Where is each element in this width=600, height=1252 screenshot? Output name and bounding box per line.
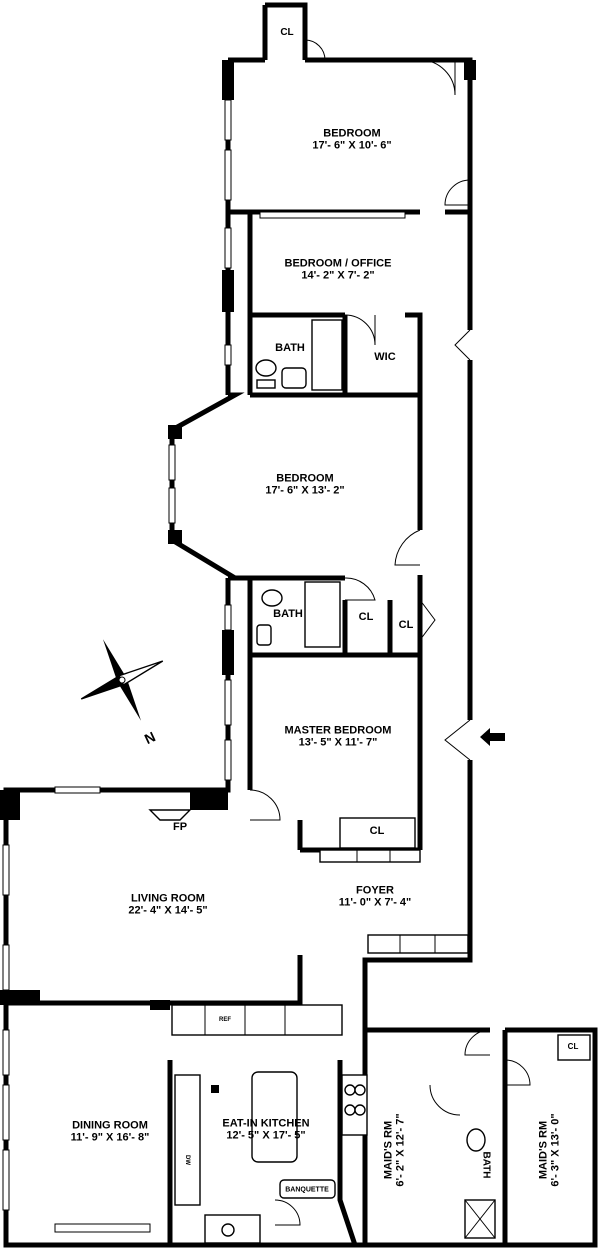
label-fireplace: FP <box>172 821 188 834</box>
label-cl-2: CL <box>358 611 374 624</box>
room-name: EAT-IN KITCHEN <box>222 1117 310 1130</box>
label-cl-master: CL <box>369 825 385 838</box>
label-cl-3: CL <box>398 619 414 632</box>
windows <box>2 99 406 1233</box>
room-label-bedroom-mid: BEDROOM 17'- 6" X 13'- 2" <box>265 473 344 496</box>
compass-rose-icon <box>80 639 164 721</box>
room-name: FOYER <box>356 884 394 897</box>
room-label-bedroom-top: BEDROOM 17'- 6" X 10'- 6" <box>312 128 391 151</box>
room-label-living-room: LIVING ROOM 22'- 4" X 14'- 5" <box>128 893 207 916</box>
exterior-walls <box>3 2 598 1248</box>
entry-arrow-icon <box>480 728 505 746</box>
room-dimensions: 6'- 3" X 13'- 0" <box>549 1113 561 1187</box>
fixtures <box>148 319 591 1244</box>
room-label-master-bedroom: MASTER BEDROOM 13'- 5" X 11'- 7" <box>285 725 392 748</box>
room-label-maids-rm-2: MAID'S RM 6'- 3" X 13'- 0" <box>537 1113 561 1187</box>
room-name: BEDROOM <box>276 472 334 485</box>
label-cl-top: CL <box>280 26 294 38</box>
label-bath-maid: BATH <box>480 1151 492 1179</box>
room-name: MAID'S RM <box>382 1120 395 1180</box>
room-name: MAID'S RM <box>537 1120 550 1180</box>
room-name: BEDROOM <box>323 127 381 140</box>
room-dimensions: 22'- 4" X 14'- 5" <box>128 904 208 916</box>
room-dimensions: 6'- 2" X 12'- 7" <box>394 1113 406 1187</box>
label-banquette: BANQUETTE <box>285 1186 329 1194</box>
label-bath-2: BATH <box>273 608 303 621</box>
room-dimensions: 13'- 5" X 11'- 7" <box>298 736 378 748</box>
interior-walls <box>6 209 470 1246</box>
room-dimensions: 14'- 2" X 7'- 2" <box>301 269 375 281</box>
room-dimensions: 12'- 5" X 17'- 5" <box>226 1129 306 1141</box>
room-label-maids-rm-1: MAID'S RM 6'- 2" X 12'- 7" <box>382 1113 406 1187</box>
label-bath-1: BATH <box>275 342 305 355</box>
label-cl-maid: CL <box>567 1041 579 1051</box>
room-label-bedroom-office: BEDROOM / OFFICE 14'- 2" X 7'- 2" <box>285 258 392 281</box>
doors <box>249 39 531 1226</box>
room-dimensions: 17'- 6" X 13'- 2" <box>265 484 345 496</box>
room-dimensions: 11'- 0" X 7'- 4" <box>338 896 412 908</box>
label-refrigerator: REF <box>219 1016 231 1023</box>
label-dishwasher: DW <box>184 1155 191 1165</box>
room-label-dining-room: DINING ROOM 11'- 9" X 16'- 8" <box>71 1120 150 1143</box>
room-name: MASTER BEDROOM <box>284 724 392 737</box>
label-wic: WIC <box>374 351 396 364</box>
room-dimensions: 11'- 9" X 16'- 8" <box>70 1131 150 1143</box>
room-name: BEDROOM / OFFICE <box>284 257 392 270</box>
wall-piers <box>0 60 476 1010</box>
room-dimensions: 17'- 6" X 10'- 6" <box>312 139 392 151</box>
room-label-foyer: FOYER 11'- 0" X 7'- 4" <box>339 885 412 908</box>
room-label-kitchen: EAT-IN KITCHEN 12'- 5" X 17'- 5" <box>222 1118 309 1141</box>
room-name: LIVING ROOM <box>131 892 205 905</box>
room-name: DINING ROOM <box>72 1119 148 1132</box>
